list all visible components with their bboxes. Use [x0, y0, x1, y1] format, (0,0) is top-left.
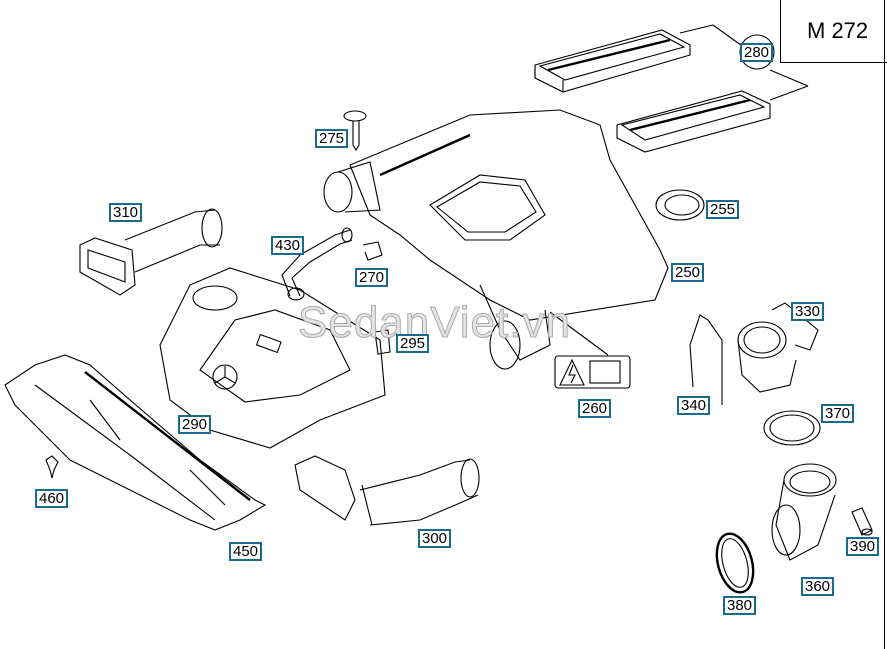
callout-380[interactable]: 380	[723, 596, 757, 615]
part-370-drawing	[763, 410, 821, 446]
part-390-drawing	[851, 507, 873, 536]
part-330-drawing	[737, 302, 819, 393]
part-380-drawing	[715, 532, 755, 594]
part-295-drawing	[374, 329, 391, 355]
callout-330[interactable]: 330	[791, 302, 825, 321]
callout-280[interactable]: 280	[740, 43, 774, 62]
part-300-drawing	[294, 455, 480, 526]
callout-390[interactable]: 390	[846, 537, 880, 556]
part-275-drawing	[343, 110, 367, 152]
part-255-drawing	[655, 189, 705, 221]
part-270-drawing	[362, 241, 383, 261]
callout-460[interactable]: 460	[35, 489, 69, 508]
callout-360[interactable]: 360	[801, 577, 835, 596]
callout-310[interactable]: 310	[109, 203, 143, 222]
part-430-drawing	[281, 227, 353, 301]
model-box	[780, 0, 887, 63]
part-260-drawing	[549, 311, 631, 389]
watermark: SedanViet.vn	[298, 298, 571, 348]
callout-290[interactable]: 290	[178, 415, 212, 434]
callout-450[interactable]: 450	[229, 542, 263, 561]
callout-275[interactable]: 275	[315, 129, 349, 148]
part-450-drawing	[4, 354, 267, 531]
callout-340[interactable]: 340	[677, 396, 711, 415]
part-310-drawing	[79, 208, 223, 296]
part-250-drawing	[323, 109, 669, 370]
frame-edge	[884, 0, 885, 649]
part-340-drawing	[689, 314, 723, 405]
callout-430[interactable]: 430	[271, 236, 305, 255]
callout-300[interactable]: 300	[418, 529, 452, 548]
callout-370[interactable]: 370	[821, 404, 855, 423]
callout-255[interactable]: 255	[706, 200, 740, 219]
part-360-drawing	[771, 463, 837, 561]
part-460-drawing	[45, 455, 59, 479]
part-280-drawing	[534, 24, 809, 153]
callout-260[interactable]: 260	[578, 399, 612, 418]
callout-295[interactable]: 295	[396, 334, 430, 353]
callout-270[interactable]: 270	[355, 268, 389, 287]
callout-250[interactable]: 250	[671, 263, 705, 282]
engine-model-label: M 272	[807, 18, 869, 43]
